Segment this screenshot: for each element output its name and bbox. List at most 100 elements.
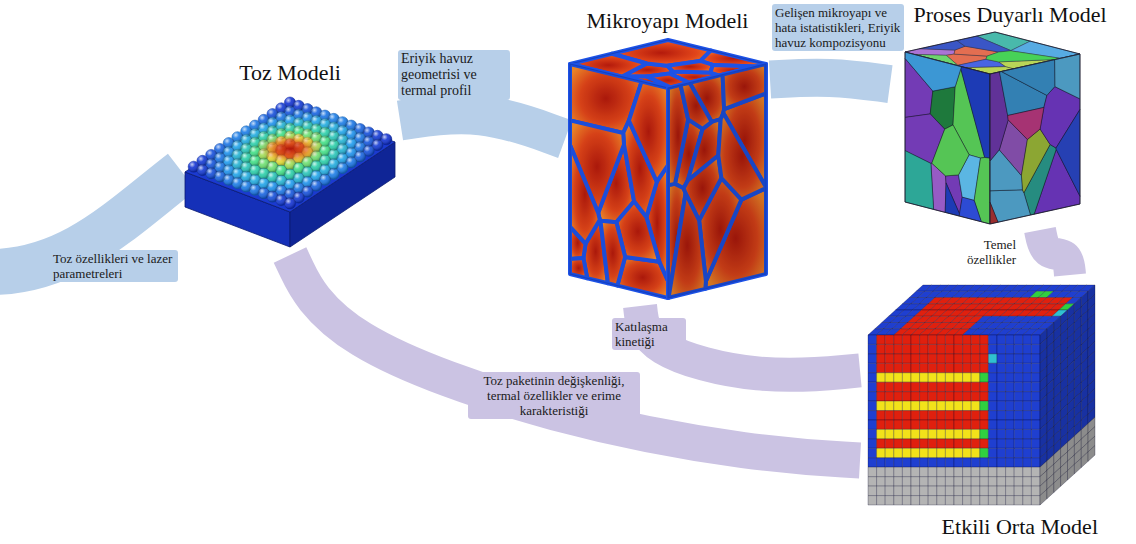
voxel bbox=[980, 382, 989, 392]
voxel bbox=[902, 467, 911, 477]
voxel bbox=[1014, 335, 1023, 344]
voxel bbox=[1031, 344, 1040, 354]
voxel bbox=[963, 429, 972, 439]
voxel bbox=[877, 467, 886, 477]
voxel bbox=[911, 496, 920, 505]
voxel bbox=[911, 429, 920, 439]
voxel bbox=[971, 344, 980, 354]
voxel bbox=[963, 486, 972, 496]
voxel bbox=[1014, 401, 1023, 411]
voxel bbox=[868, 344, 877, 354]
voxel bbox=[920, 363, 929, 373]
voxel bbox=[877, 363, 886, 373]
voxel bbox=[945, 392, 954, 401]
voxel bbox=[902, 344, 911, 354]
voxel bbox=[1014, 429, 1023, 439]
voxel bbox=[1031, 467, 1040, 477]
voxel bbox=[920, 335, 929, 344]
voxel bbox=[1006, 439, 1015, 448]
voxel bbox=[920, 496, 929, 505]
voxel bbox=[954, 373, 963, 382]
voxel bbox=[928, 467, 937, 477]
voxel bbox=[928, 439, 937, 448]
voxel bbox=[997, 467, 1006, 477]
voxel bbox=[877, 344, 886, 354]
voxel bbox=[920, 344, 929, 354]
voxel bbox=[945, 335, 954, 344]
voxel bbox=[963, 477, 972, 486]
voxel bbox=[868, 420, 877, 429]
voxel bbox=[963, 401, 972, 411]
voxel bbox=[920, 477, 929, 486]
voxel bbox=[937, 382, 946, 392]
voxel bbox=[980, 392, 989, 401]
voxel bbox=[1023, 392, 1032, 401]
voxel bbox=[1031, 448, 1040, 458]
voxel bbox=[911, 439, 920, 448]
voxel bbox=[937, 448, 946, 458]
voxel bbox=[902, 363, 911, 373]
voxel bbox=[1014, 420, 1023, 429]
flow-label: Temel özellikler bbox=[945, 236, 1019, 268]
voxel bbox=[971, 477, 980, 486]
voxel bbox=[885, 344, 894, 354]
voxel bbox=[980, 439, 989, 448]
voxel bbox=[1023, 420, 1032, 429]
voxel bbox=[1014, 448, 1023, 458]
voxel bbox=[894, 458, 903, 467]
voxel bbox=[877, 373, 886, 382]
voxel bbox=[1023, 467, 1032, 477]
voxel bbox=[997, 373, 1006, 382]
voxel bbox=[963, 354, 972, 363]
voxel bbox=[911, 373, 920, 382]
voxel bbox=[894, 401, 903, 411]
voxel bbox=[920, 354, 929, 363]
voxel bbox=[1006, 392, 1015, 401]
voxel bbox=[911, 392, 920, 401]
voxel bbox=[902, 458, 911, 467]
voxel bbox=[1031, 401, 1040, 411]
voxel bbox=[868, 373, 877, 382]
voxel bbox=[937, 344, 946, 354]
voxel bbox=[1014, 344, 1023, 354]
voxel bbox=[954, 382, 963, 392]
cube-side bbox=[990, 54, 1080, 224]
voxel bbox=[945, 439, 954, 448]
face-shade bbox=[1040, 285, 1095, 505]
voxel bbox=[868, 496, 877, 505]
voxel bbox=[885, 411, 894, 420]
voxel bbox=[894, 411, 903, 420]
slab-face bbox=[185, 172, 290, 247]
voxel bbox=[1031, 420, 1040, 429]
voxel bbox=[1023, 411, 1032, 420]
voxel bbox=[997, 363, 1006, 373]
voxel bbox=[1031, 411, 1040, 420]
voxel bbox=[988, 448, 997, 458]
face-shade bbox=[570, 64, 668, 298]
voxel bbox=[1023, 382, 1032, 392]
voxel bbox=[945, 458, 954, 467]
voxel bbox=[954, 496, 963, 505]
voxel bbox=[997, 439, 1006, 448]
voxel bbox=[1031, 496, 1040, 505]
voxel bbox=[945, 354, 954, 363]
voxel bbox=[1023, 477, 1032, 486]
voxel bbox=[971, 448, 980, 458]
particle-shine bbox=[284, 198, 295, 209]
data-flow-band bbox=[400, 114, 565, 139]
voxel bbox=[885, 363, 894, 373]
voxel bbox=[928, 354, 937, 363]
voxel bbox=[885, 458, 894, 467]
voxel bbox=[963, 439, 972, 448]
voxel bbox=[877, 496, 886, 505]
voxel bbox=[877, 448, 886, 458]
voxel bbox=[928, 411, 937, 420]
voxel bbox=[1006, 344, 1015, 354]
voxel-block bbox=[868, 285, 1095, 505]
voxel bbox=[911, 467, 920, 477]
voxel bbox=[937, 363, 946, 373]
model-node: Proses Duyarlı Model bbox=[890, 2, 1130, 230]
voxel bbox=[971, 439, 980, 448]
voxel bbox=[945, 344, 954, 354]
voxel bbox=[877, 411, 886, 420]
